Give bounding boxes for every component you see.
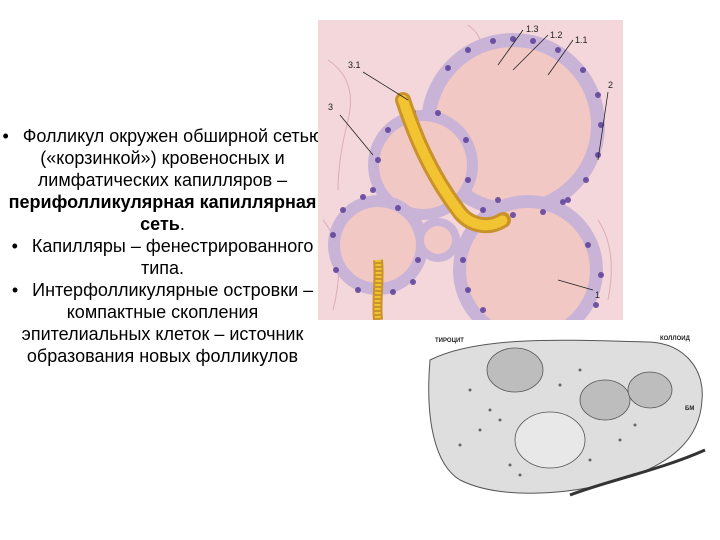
label-1-3: 1.3	[526, 24, 539, 34]
bullet-marker: •	[11, 280, 19, 300]
figure1-labels: 3.1 3 1.3 1.2 1.1 2 1	[328, 24, 613, 300]
bullet-1-text: Фолликул окружен обширной сетью («корзин…	[22, 126, 323, 190]
label-bm: БМ	[685, 406, 694, 412]
label-1-1: 1.1	[575, 35, 588, 45]
label-2: 2	[608, 80, 613, 90]
bullet-3-text: Интерфолликулярные островки – компактные…	[21, 280, 314, 366]
bullet-marker: •	[11, 236, 18, 256]
slide-text: • Фолликул окружен обширной сетью («корзи…	[0, 125, 325, 367]
bullet-1-bold: перифолликулярная капиллярная сеть	[8, 192, 317, 234]
bullet-1: • Фолликул окружен обширной сетью («корзи…	[0, 125, 325, 235]
follicles	[328, 33, 605, 320]
bullet-1-end: .	[179, 214, 185, 234]
label-1-2: 1.2	[550, 30, 563, 40]
label-3-1: 3.1	[348, 60, 361, 70]
label-colloid: КОЛЛОИД	[660, 336, 691, 342]
label-3: 3	[328, 102, 333, 112]
follicle-histology-image: 3.1 3 1.3 1.2 1.1 2 1	[318, 20, 623, 320]
bullet-2: • Капилляры – фенестрированного типа.	[0, 235, 325, 279]
label-thyrocyte: ТИРОЦИТ	[435, 338, 464, 344]
bullet-marker: •	[2, 126, 9, 146]
bullet-3: •Интерфолликулярные островки – компактны…	[0, 279, 325, 367]
label-1: 1	[595, 290, 600, 300]
bullet-2-text: Капилляры – фенестрированного типа.	[31, 236, 314, 278]
electron-micrograph-drawing: ТИРОЦИТ КОЛЛОИД БМ	[420, 330, 710, 505]
nuclei	[330, 36, 604, 313]
